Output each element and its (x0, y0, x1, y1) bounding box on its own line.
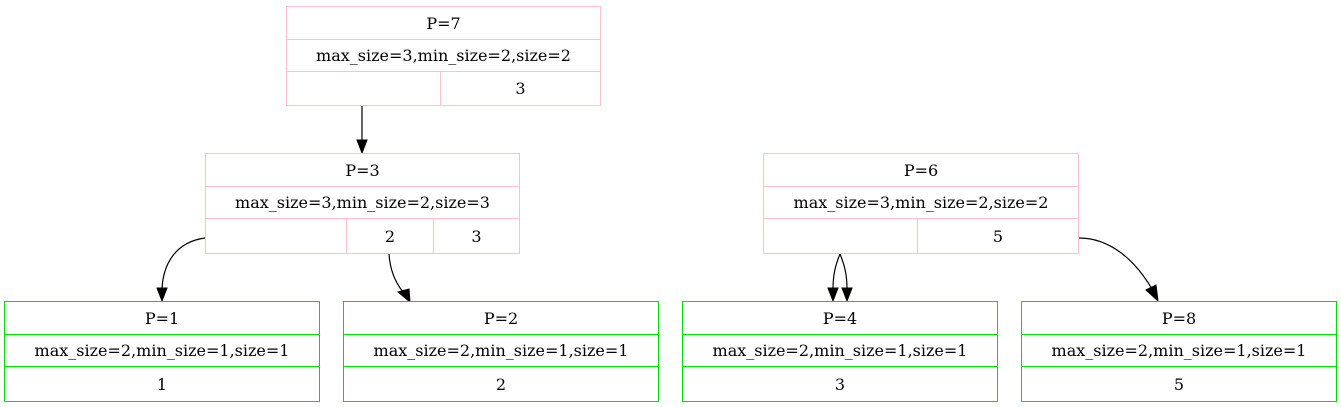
node-p7-keys: 3 (287, 71, 600, 105)
node-p6-keys: 5 (764, 218, 1078, 253)
node-p8-value: 5 (1022, 366, 1336, 401)
node-p2-value: 2 (344, 366, 658, 401)
node-p2-meta: max_size=2,min_size=1,size=1 (344, 334, 658, 366)
edge-p6-p4-a (832, 253, 841, 290)
node-p1-meta: max_size=2,min_size=1,size=1 (5, 334, 319, 366)
node-p3-keys: 2 3 (206, 218, 519, 253)
node-p4-value: 3 (683, 366, 997, 401)
node-p1-value: 1 (5, 366, 319, 401)
arrowhead-p6-p8 (1145, 284, 1159, 303)
arrowhead-p6-p4-a (827, 287, 839, 303)
arrowhead-p6-p4-b (841, 287, 853, 303)
edge-p6-p8 (1078, 237, 1153, 290)
node-p7-meta: max_size=3,min_size=2,size=2 (287, 39, 600, 71)
node-p3-key-0 (206, 219, 346, 253)
edge-p6-p4-b (839, 253, 848, 290)
node-p8-title: P=8 (1161, 308, 1197, 328)
edge-p3-p2 (388, 253, 404, 293)
node-p6-key-1: 5 (917, 219, 1078, 253)
node-p3: P=3 max_size=3,min_size=2,size=3 2 3 (205, 153, 520, 254)
node-p3-key-2: 3 (433, 219, 519, 253)
arrowhead-p7-p3 (356, 139, 368, 155)
node-p8: P=8 max_size=2,min_size=1,size=1 5 (1021, 301, 1337, 402)
node-p4: P=4 max_size=2,min_size=1,size=1 3 (682, 301, 998, 402)
node-p4-meta: max_size=2,min_size=1,size=1 (683, 334, 997, 366)
node-p6-title: P=6 (903, 160, 939, 180)
node-p6-meta: max_size=3,min_size=2,size=2 (764, 186, 1078, 218)
node-p2: P=2 max_size=2,min_size=1,size=1 2 (343, 301, 659, 402)
node-p3-title: P=3 (345, 160, 380, 180)
node-p4-title: P=4 (822, 308, 858, 328)
node-p7-key-1: 3 (440, 72, 600, 105)
node-p1-title: P=1 (144, 308, 180, 328)
edge-p3-p1 (161, 237, 206, 290)
node-p6-key-0 (764, 219, 917, 253)
node-p3-key-1: 2 (346, 219, 433, 253)
node-p1: P=1 max_size=2,min_size=1,size=1 1 (4, 301, 320, 402)
arrowhead-p3-p1 (156, 287, 168, 303)
node-p7-key-0 (287, 72, 440, 105)
node-p2-title: P=2 (483, 308, 519, 328)
node-p3-meta: max_size=3,min_size=2,size=3 (206, 186, 519, 218)
node-p8-meta: max_size=2,min_size=1,size=1 (1022, 334, 1336, 366)
node-p7: P=7 max_size=3,min_size=2,size=2 3 (286, 6, 601, 106)
node-p7-title: P=7 (426, 13, 461, 33)
node-p6: P=6 max_size=3,min_size=2,size=2 5 (763, 153, 1079, 254)
